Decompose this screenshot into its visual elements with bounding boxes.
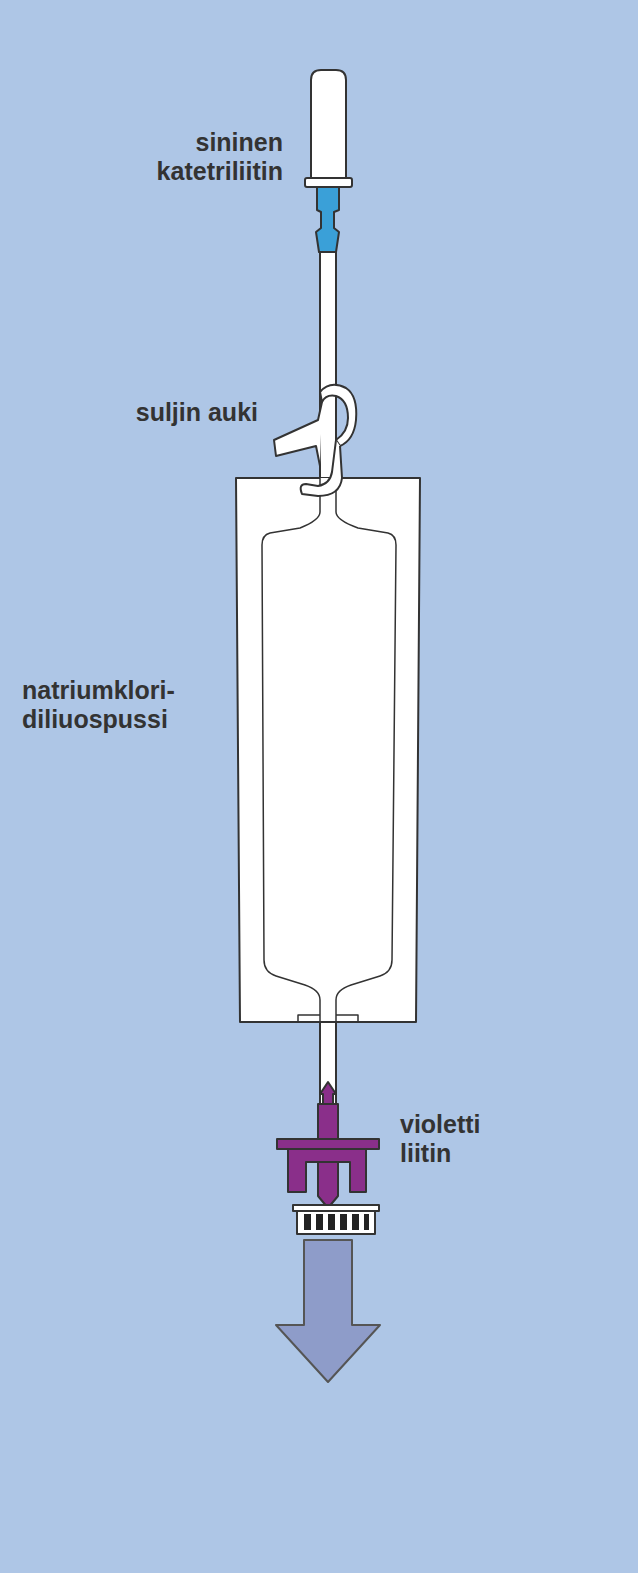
upper-tube bbox=[320, 252, 336, 482]
lower-tube bbox=[320, 1022, 336, 1104]
bag-outline bbox=[236, 478, 420, 1022]
part-label: suljin auki bbox=[136, 398, 258, 427]
direction-arrow bbox=[276, 1240, 380, 1382]
part-label: sininen katetriliitin bbox=[157, 128, 283, 186]
connector-tip bbox=[320, 1082, 336, 1104]
blue-catheter-connector bbox=[316, 187, 339, 252]
cap-ring bbox=[305, 178, 352, 187]
clamp-arm bbox=[274, 402, 322, 466]
connector-stem bbox=[318, 1104, 338, 1140]
clamp-loop bbox=[320, 385, 356, 446]
bag-port bbox=[297, 1210, 375, 1234]
connector-spike bbox=[318, 1162, 338, 1208]
catheter-cap bbox=[311, 70, 346, 178]
bag-chamber bbox=[262, 478, 396, 1022]
clamp-hook bbox=[301, 440, 342, 496]
part-label: natriumklori- diliuospussi bbox=[22, 676, 175, 734]
connector-flange bbox=[277, 1139, 379, 1149]
part-label: violetti liitin bbox=[400, 1110, 481, 1168]
